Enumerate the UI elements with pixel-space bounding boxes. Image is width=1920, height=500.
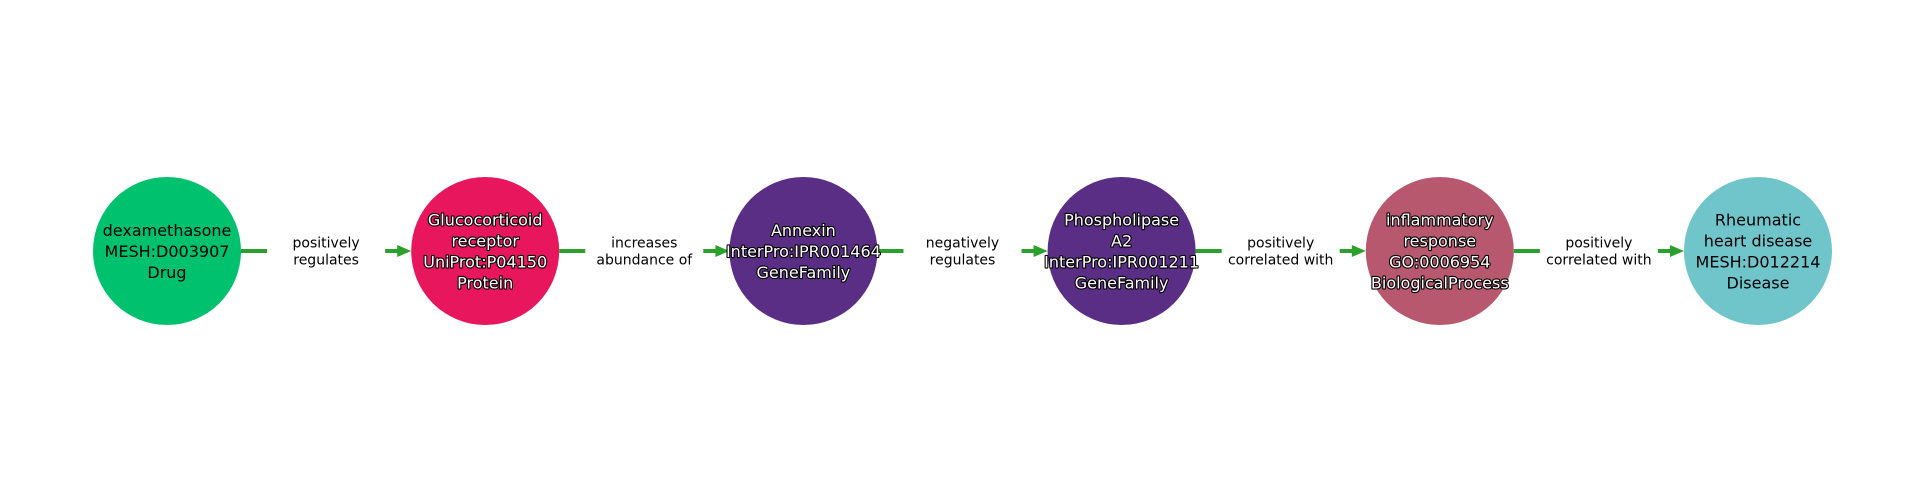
edge-label-background [267, 232, 386, 270]
edge-label-background [585, 232, 704, 270]
node-circle [1684, 177, 1832, 325]
edge-label-line: correlated with [1546, 253, 1651, 269]
node-label-line: heart disease [1704, 232, 1813, 251]
edge-label-line: regulates [930, 253, 996, 269]
node-label-line: GeneFamily [757, 263, 851, 282]
node-n6: Rheumatic heart diseaseMESH:D012214Diseas… [1684, 177, 1832, 325]
node-label-line: A2 [1111, 232, 1132, 251]
node-label-line: Disease [1727, 274, 1790, 293]
node-label-line: InterPro:IPR001464 [726, 242, 881, 261]
node-label-line: Protein [457, 274, 513, 293]
node-circle [1047, 177, 1196, 325]
node-label-line: GeneFamily [1075, 274, 1169, 293]
node-label-line: Phospholipase [1064, 211, 1179, 230]
edge-arrowhead [715, 245, 730, 257]
node-circle [1365, 177, 1514, 325]
edge-arrowhead [397, 245, 412, 257]
edge-label-line: increases [611, 236, 677, 252]
edge-label-line: regulates [293, 253, 359, 269]
node-label-line: Glucocorticoid [428, 211, 543, 230]
node-label-line: Rheumatic [1715, 211, 1801, 230]
edge-label-background [1539, 232, 1658, 270]
edge-label-background [1221, 232, 1340, 270]
node-n5: inflammatory responseGO:0006954Biological… [1365, 177, 1514, 325]
edge-arrowhead [1351, 245, 1366, 257]
node-label-line: inflammatory [1386, 211, 1494, 230]
node-label-line: Annexin [771, 221, 836, 240]
edge-label-line: abundance of [596, 253, 693, 269]
node-label-line: dexamethasone [103, 221, 232, 240]
node-label-line: MESH:D012214 [1696, 253, 1821, 272]
node-label-line: response [1403, 232, 1476, 251]
edge-label-line: positively [1247, 236, 1314, 252]
node-label-line: GO:0006954 [1389, 253, 1490, 272]
edge-label-line: positively [1565, 236, 1632, 252]
node-label-line: BiologicalProcess [1371, 274, 1509, 293]
node-n4: PhospholipaseA2InterPro:IPR001211GeneFam… [1043, 177, 1200, 325]
edge-arrowhead [1670, 245, 1684, 257]
node-circle [411, 177, 560, 325]
edge-label-background [903, 232, 1022, 270]
edge-label-line: negatively [926, 236, 999, 252]
node-label-line: UniProt:P04150 [423, 253, 547, 272]
node-label-line: receptor [451, 232, 519, 251]
node-n2: Glucocorticoid receptorUniProt:P04150Prot… [411, 177, 560, 325]
edge-label-line: correlated with [1228, 253, 1333, 269]
node-label-line: InterPro:IPR001211 [1044, 253, 1199, 272]
node-circle [729, 177, 878, 325]
edge-arrowhead [1033, 245, 1048, 257]
edge-label-line: positively [293, 236, 360, 252]
node-circle [93, 177, 241, 325]
node-label-line: Drug [147, 263, 186, 282]
node-label-line: MESH:D003907 [105, 242, 230, 261]
